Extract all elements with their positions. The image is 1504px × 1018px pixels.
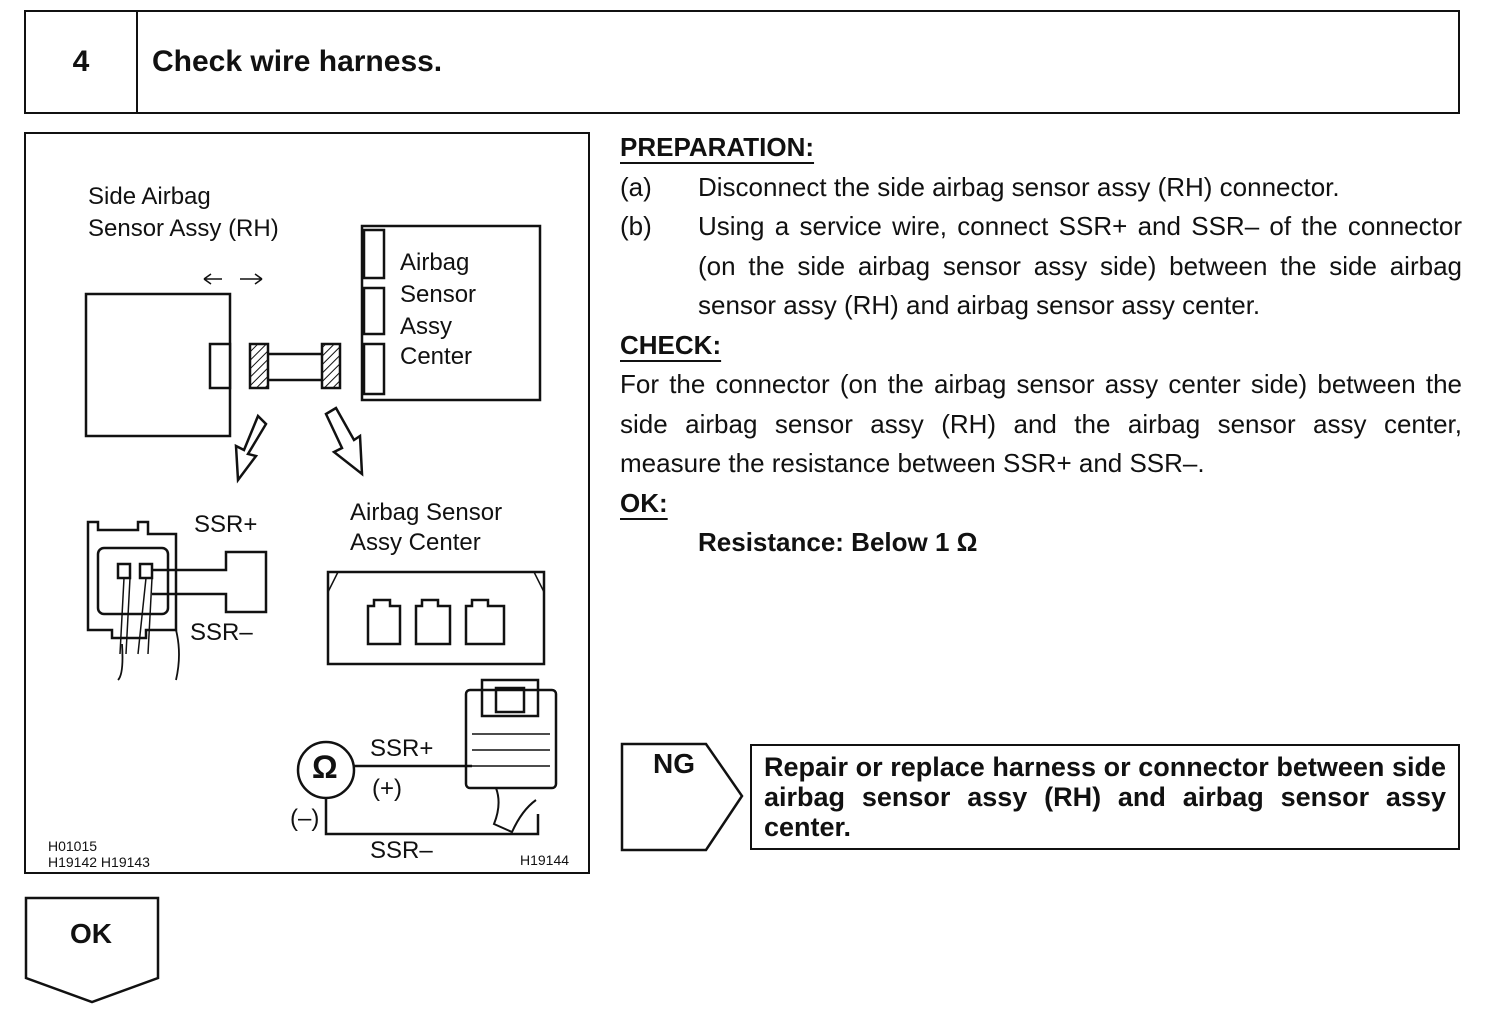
label-minus: (–) (290, 805, 320, 832)
prep-item-letter: (b) (620, 211, 652, 241)
side-sensor-body (84, 292, 232, 438)
figure-code-left-1: H01015 (48, 838, 98, 854)
label-ssr-plus-2: SSR+ (370, 735, 434, 762)
label-ssr-minus-2: SSR– (370, 837, 433, 864)
prep-item-text: Disconnect the side airbag sensor assy (… (698, 171, 1340, 202)
step-number: 4 (26, 12, 138, 112)
preparation-heading: PREPARATION: (620, 132, 815, 162)
prep-item-b: (b) Using a service wire, connect SSR+ a… (620, 207, 1462, 326)
wiring-figure: Side Airbag Sensor Assy (RH) Airbag Sens… (24, 132, 590, 874)
side-connector-plug (86, 520, 178, 640)
label-center-1: Airbag (400, 249, 470, 276)
service-wire (152, 550, 268, 614)
label-ssr-plus-1: SSR+ (194, 511, 258, 538)
label-side-sensor-1: Side Airbag (88, 183, 211, 210)
ohm-icon: Ω (312, 749, 338, 785)
ok-label: OK (70, 918, 112, 949)
resistance-spec: Resistance: Below 1 Ω (698, 527, 978, 557)
label-center2-2: Assy Center (350, 529, 481, 556)
center-unit (360, 224, 542, 402)
prep-item-text: Using a service wire, connect SSR+ and S… (698, 211, 1462, 320)
ok-arrow-icon (24, 896, 160, 1004)
ng-arrow-icon (620, 742, 744, 852)
step-title: Check wire harness. (152, 45, 443, 78)
arrow-down-left (234, 413, 268, 484)
ok-heading: OK: (620, 487, 668, 518)
arrow-down-right (324, 406, 364, 477)
label-side-sensor-2: Sensor Assy (RH) (88, 215, 279, 242)
wiring-illustration (84, 224, 558, 836)
label-plus: (+) (372, 775, 402, 802)
check-heading: CHECK: (620, 329, 722, 360)
label-center-2: Sensor (400, 281, 477, 308)
label-center2-1: Airbag Sensor (350, 499, 503, 526)
figure-code-left-2: H19142 H19143 (48, 854, 150, 870)
center-connector-probed (464, 688, 558, 790)
label-center-4: Center (400, 343, 473, 370)
figure-code-right: H19144 (520, 852, 570, 868)
connector-right (320, 342, 342, 390)
connector-left (248, 342, 270, 390)
step-header: 4 Check wire harness. (24, 10, 1460, 114)
check-text: For the connector (on the airbag sensor … (620, 369, 1462, 478)
instructions: PREPARATION: (a) Disconnect the side air… (620, 128, 1462, 563)
ng-label: NG (653, 748, 695, 779)
prep-item-a: (a) Disconnect the side airbag sensor as… (620, 168, 1462, 208)
prep-item-letter: (a) (620, 171, 652, 202)
center-connector-block (326, 570, 546, 666)
label-center-3: Assy (400, 313, 453, 340)
label-ssr-minus-1: SSR– (190, 619, 253, 646)
ng-action-box: Repair or replace harness or connector b… (750, 744, 1460, 850)
